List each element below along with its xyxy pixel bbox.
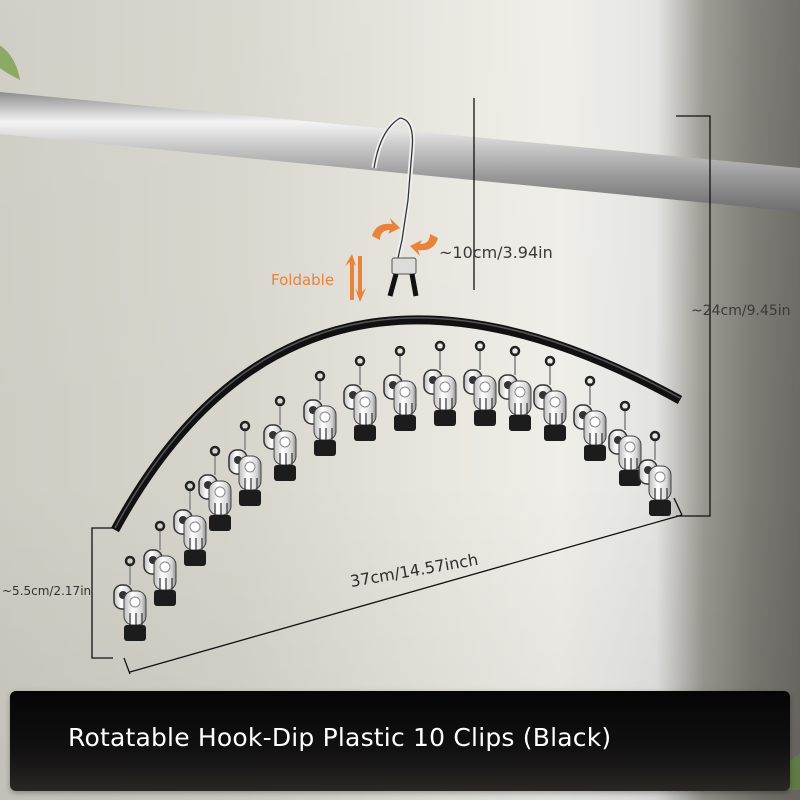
plant-leaf-icon [0,45,20,80]
total-height-label: ~24cm/9.45in [691,303,791,319]
dimension-lines [91,98,711,675]
hanging-rod [0,92,800,212]
clips-row [112,340,673,643]
rotate-arrows-icon [372,218,438,256]
caption-banner: Rotatable Hook-Dip Plastic 10 Clips (Bla… [10,691,790,791]
hook-height-label: ~10cm/3.94in [439,243,553,262]
rotating-hook [371,115,419,297]
up-down-arrows-icon [345,254,366,302]
clip-height-label: ~5.5cm/2.17in [2,584,92,598]
foldable-label: Foldable [271,271,335,289]
caption-text: Rotatable Hook-Dip Plastic 10 Clips (Bla… [68,723,612,752]
